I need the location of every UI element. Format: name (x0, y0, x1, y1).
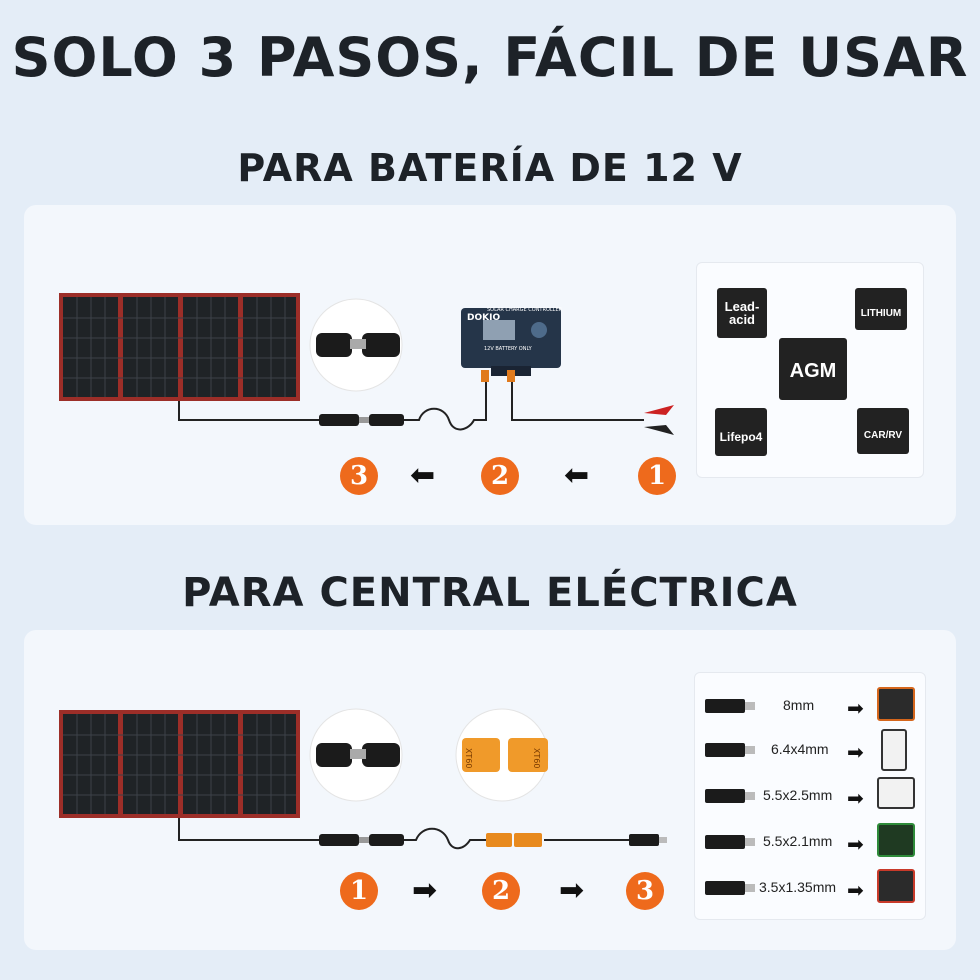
battery-icon: AGM (779, 338, 847, 400)
power-station-icon (877, 823, 915, 857)
battery-label: CAR/RV (863, 430, 903, 441)
step-2-badge: 2 (482, 872, 520, 910)
arrow-right-icon: ➡ (847, 832, 864, 856)
power-station-icon (881, 729, 907, 771)
connector-size-label: 3.5x1.35mm (759, 879, 837, 895)
battery-icon: LITHIUM (855, 288, 907, 330)
step-3-badge: 3 (340, 457, 378, 495)
dc-plug-tip (745, 702, 755, 710)
xt60-label: XT60 (464, 748, 473, 769)
arrow-right-icon: ➡ (412, 873, 438, 908)
page-title: SOLO 3 PASOS, FÁCIL DE USAR (11, 26, 969, 89)
arrow-right-icon: ➡ (847, 740, 864, 764)
controller-note-label: 12V BATTERY ONLY (484, 346, 532, 352)
dc-plug-icon (705, 881, 745, 895)
xt60-connector-inline (486, 833, 542, 847)
arrow-right-icon: ➡ (847, 878, 864, 902)
station-diagram (59, 708, 667, 850)
connector-size-label: 6.4x4mm (771, 741, 829, 757)
dc-plug-icon (705, 743, 745, 757)
connector-size-label: 8mm (783, 697, 815, 713)
station-setup-card: XT60 XT60 1 ➡ 2 ➡ 3 8mm ➡ 6.4x4mm ➡ 5.5x… (24, 630, 956, 950)
battery-label: Lead- (724, 299, 760, 314)
power-station-icon (877, 869, 915, 903)
step-1-badge: 1 (638, 457, 676, 495)
battery-setup-card: DOKIO SOLAR CHARGE CONTROLLER 12V BATTER… (24, 205, 956, 525)
battery-diagram (59, 293, 674, 435)
controller-top-label: SOLAR CHARGE CONTROLLER (487, 307, 563, 313)
sae-connector-inline (319, 834, 404, 846)
arrow-right-icon: ➡ (847, 696, 864, 720)
battery-types-panel: Lead-acid LITHIUM AGM Lifepo4 CAR/RV (696, 262, 924, 478)
arrow-left-icon: ⬅ (410, 458, 436, 493)
battery-label: acid (728, 312, 755, 327)
battery-icon: Lifepo4 (715, 408, 767, 456)
sae-connector-zoom (309, 708, 403, 802)
dc-plug-tip (745, 746, 755, 754)
xt60-label: XT60 (532, 748, 541, 769)
power-station-icon (877, 687, 915, 721)
dc-plug-icon (705, 699, 745, 713)
sae-connector-inline (319, 414, 404, 426)
step-1-badge: 1 (340, 872, 378, 910)
battery-label: Lifepo4 (719, 430, 763, 444)
solar-panel-image (59, 293, 300, 401)
battery-icon: Lead-acid (717, 288, 767, 338)
battery-icon: CAR/RV (857, 408, 909, 454)
dc-plug-icon (629, 834, 667, 846)
clamp-icon (644, 405, 674, 435)
section-battery-title: PARA BATERÍA DE 12 V (237, 146, 743, 190)
arrow-right-icon: ➡ (847, 786, 864, 810)
arrow-right-icon: ➡ (559, 873, 585, 908)
battery-label: AGM (789, 360, 837, 382)
arrow-left-icon: ⬅ (564, 458, 590, 493)
solar-panel-image (59, 710, 300, 818)
connector-size-label: 5.5x2.1mm (763, 833, 833, 849)
battery-label: LITHIUM (860, 308, 902, 319)
connector-list-panel: 8mm ➡ 6.4x4mm ➡ 5.5x2.5mm ➡ 5.5x2.1mm ➡ … (694, 672, 926, 920)
step-2-badge: 2 (481, 457, 519, 495)
xt60-connector-zoom (455, 708, 549, 802)
sae-connector-zoom (309, 298, 403, 392)
charge-controller-image (461, 308, 561, 382)
connector-size-label: 5.5x2.5mm (763, 787, 833, 803)
dc-plug-icon (705, 789, 745, 803)
dc-plug-tip (745, 884, 755, 892)
dc-plug-tip (745, 792, 755, 800)
power-station-icon (877, 777, 915, 809)
controller-brand-label: DOKIO (467, 313, 501, 323)
section-station-title: PARA CENTRAL ELÉCTRICA (182, 570, 798, 616)
dc-plug-tip (745, 838, 755, 846)
dc-plug-icon (705, 835, 745, 849)
step-3-badge: 3 (626, 872, 664, 910)
